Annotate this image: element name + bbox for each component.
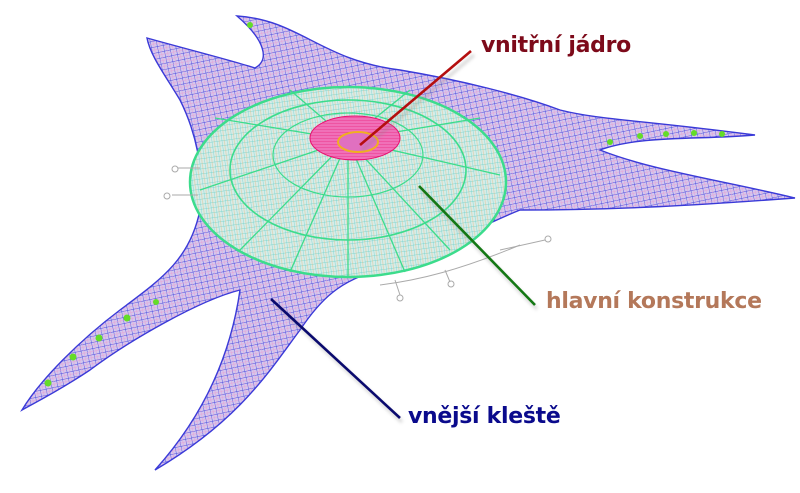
inner-core <box>309 115 401 161</box>
leader-main <box>418 185 536 306</box>
leader-core <box>359 50 472 146</box>
main-structure <box>188 85 508 279</box>
label-main-structure: hlavní konstrukce <box>546 289 762 314</box>
label-inner-core: vnitřní jádro <box>481 33 631 58</box>
leader-lines <box>270 50 539 424</box>
leader-outer <box>270 298 401 419</box>
footings <box>163 165 552 302</box>
support-markers <box>44 22 725 387</box>
label-outer-clamps: vnější kleště <box>408 404 561 429</box>
